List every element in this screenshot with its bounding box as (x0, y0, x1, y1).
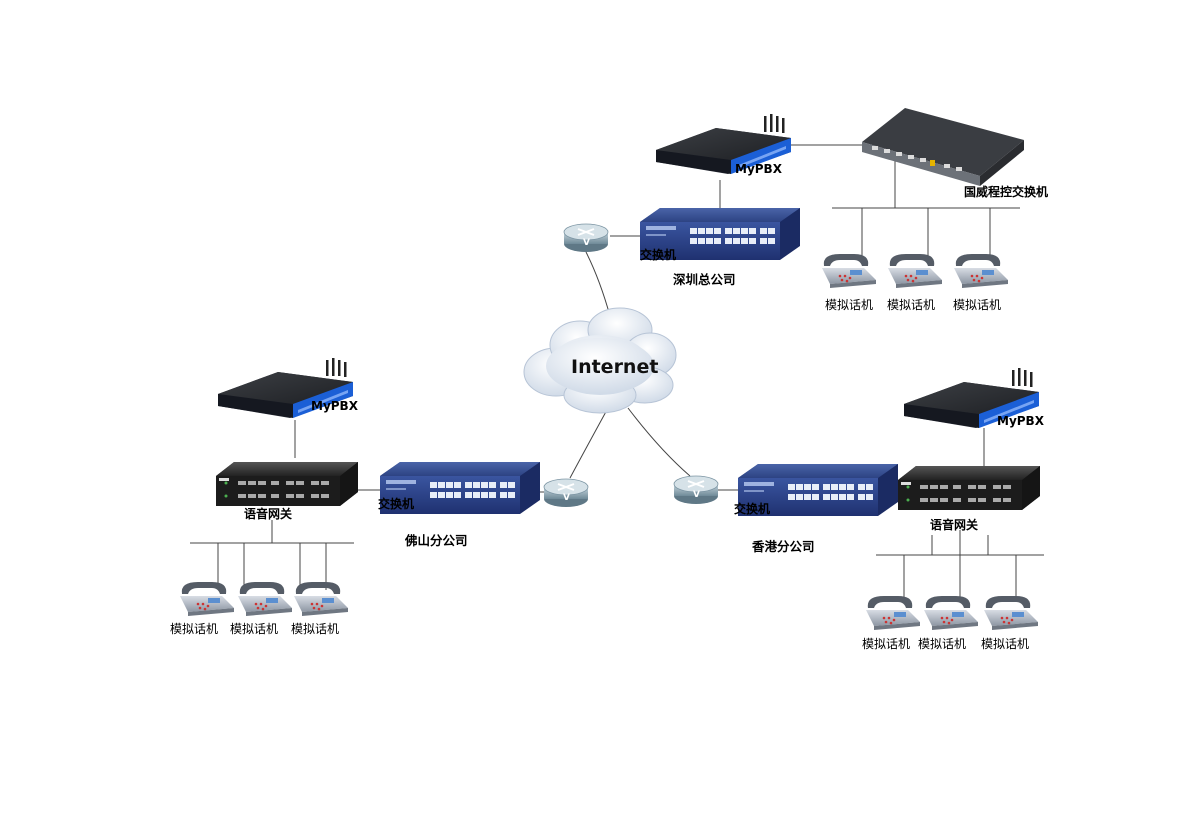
phone-icon-sz-1 (822, 254, 876, 288)
site-label-shenzhen: 深圳总公司 (673, 272, 736, 287)
switch-label-fs: 交换机 (378, 497, 415, 511)
internet-cloud-icon (523, 307, 677, 414)
gateway-label-fs: 语音网关 (244, 507, 293, 521)
phone-label-fs-2: 模拟话机 (230, 622, 279, 636)
phone-label-hk-1: 模拟话机 (862, 637, 911, 651)
mypbx-label-fs: MyPBX (311, 399, 358, 413)
switch-label-hk: 交换机 (734, 502, 771, 516)
phone-label-fs-1: 模拟话机 (170, 622, 219, 636)
router-icon-hk (673, 475, 719, 505)
phone-icon-sz-3 (954, 254, 1008, 288)
phone-label-sz-1: 模拟话机 (825, 298, 874, 312)
phone-label-sz-3: 模拟话机 (953, 298, 1002, 312)
gateway-icon-fs (216, 462, 358, 506)
gateway-label-hk: 语音网关 (930, 518, 979, 532)
phone-icon-hk-1 (866, 596, 920, 630)
phone-label-hk-2: 模拟话机 (918, 637, 967, 651)
phone-icon-fs-3 (294, 582, 348, 616)
router-icon-fs (543, 478, 589, 508)
phone-icon-fs-2 (238, 582, 292, 616)
mypbx-label-hk: MyPBX (997, 414, 1044, 428)
gateway-icon-hk (898, 466, 1040, 510)
router-to-internet-link-hk (627, 407, 691, 477)
router-icon-sz (563, 223, 609, 253)
phone-icon-hk-3 (984, 596, 1038, 630)
router-to-internet-link-sz (585, 251, 611, 317)
phone-label-fs-3: 模拟话机 (291, 622, 340, 636)
pbx-exchange-icon (862, 108, 1024, 186)
phone-label-sz-2: 模拟话机 (887, 298, 936, 312)
site-label-hongkong: 香港分公司 (752, 539, 815, 554)
internet-label: Internet (571, 356, 659, 378)
mypbx-label-sz: MyPBX (735, 162, 782, 176)
phone-icon-hk-2 (924, 596, 978, 630)
site-label-foshan: 佛山分公司 (405, 533, 468, 548)
router-to-internet-link-fs (569, 407, 609, 479)
phone-icon-sz-2 (888, 254, 942, 288)
pbx-label: 国威程控交换机 (964, 185, 1049, 199)
switch-label-sz: 交换机 (640, 248, 677, 262)
phone-label-hk-3: 模拟话机 (981, 637, 1030, 651)
phone-icon-fs-1 (180, 582, 234, 616)
